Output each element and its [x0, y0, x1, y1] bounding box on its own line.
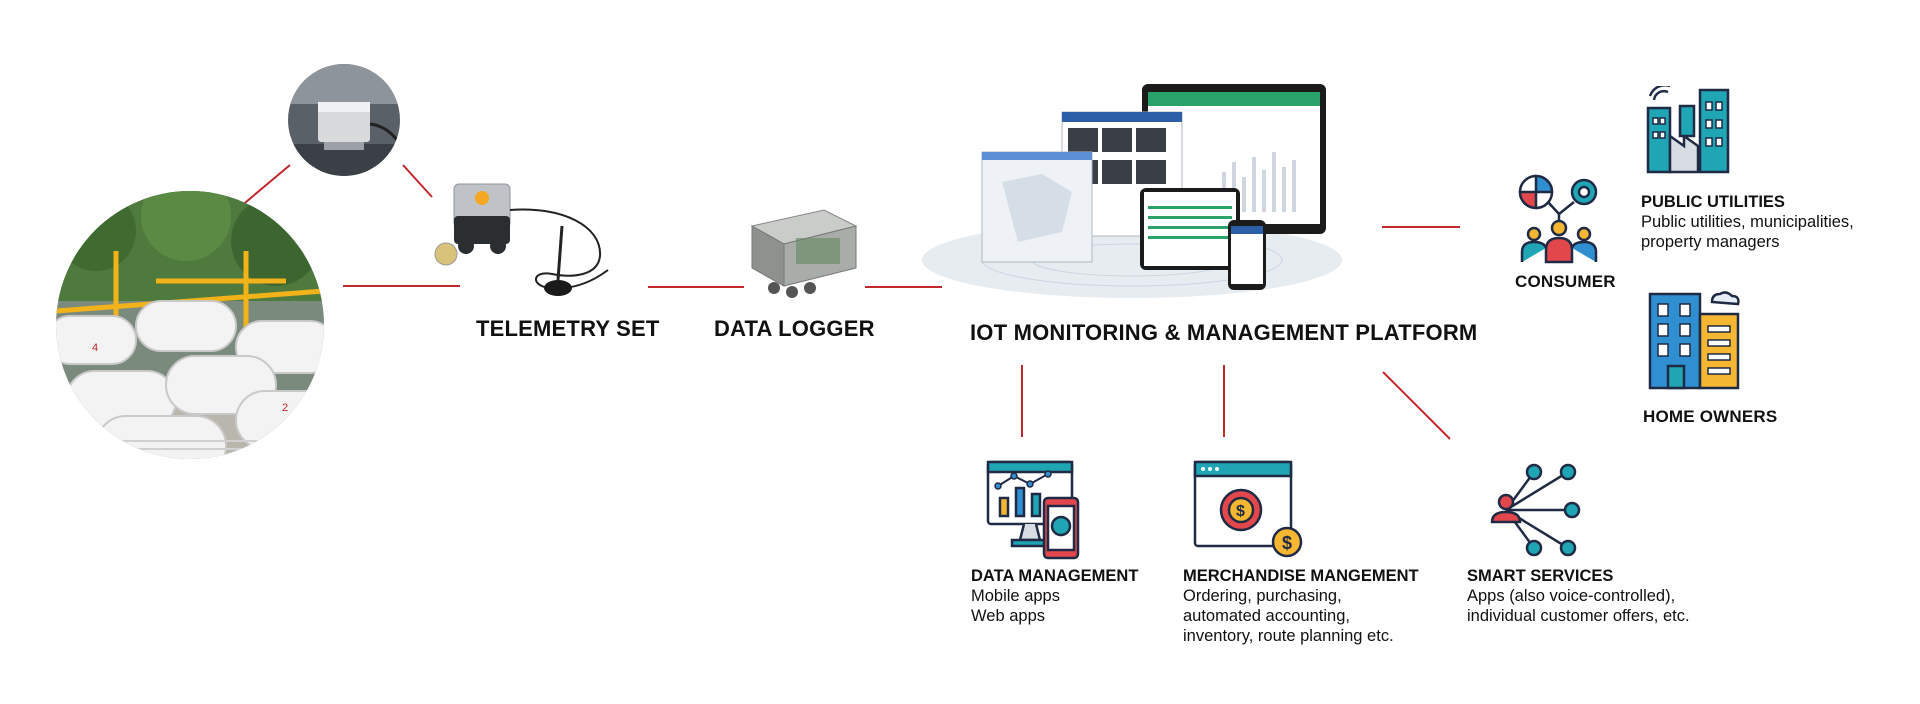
consumer-label: CONSUMER	[1515, 272, 1616, 291]
svg-text:$: $	[1282, 533, 1292, 553]
platform-devices-image	[922, 82, 1362, 302]
svg-text:$: $	[1236, 503, 1245, 520]
factory-buildings-icon	[1644, 84, 1732, 174]
people-network-icon	[1512, 172, 1606, 264]
data-logger-image	[744, 196, 864, 302]
telemetry-set-label: TELEMETRY SET	[476, 316, 660, 341]
telemetry-device-image	[432, 176, 618, 304]
sensor-photo	[288, 64, 400, 176]
svg-text:2: 2	[282, 402, 288, 414]
merchandise-text: MERCHANDISE MANGEMENT Ordering, purchasi…	[1183, 566, 1419, 646]
public-utilities-line: property managers	[1641, 233, 1780, 251]
data-management-text: DATA MANAGEMENT Mobile apps Web apps	[971, 566, 1138, 626]
user-network-icon	[1486, 462, 1582, 558]
connector-sensor-telemetry	[402, 164, 433, 198]
apartment-building-icon	[1646, 290, 1742, 390]
data-management-line: Web apps	[971, 607, 1045, 625]
smart-services-line: Apps (also voice-controlled),	[1467, 587, 1676, 605]
smart-services-title: SMART SERVICES	[1467, 567, 1614, 585]
data-management-line: Mobile apps	[971, 587, 1060, 605]
merchandise-line: Ordering, purchasing,	[1183, 587, 1342, 605]
gas-tanks-photo: 4 2	[56, 191, 324, 459]
public-utilities-title: PUBLIC UTILITIES	[1641, 193, 1785, 211]
smart-services-text: SMART SERVICES Apps (also voice-controll…	[1467, 566, 1690, 626]
public-utilities-line: Public utilities, municipalities,	[1641, 213, 1854, 231]
smart-services-line: individual customer offers, etc.	[1467, 607, 1690, 625]
connector-platform-smart	[1382, 371, 1451, 440]
data-logger-label: DATA LOGGER	[714, 316, 875, 341]
platform-label: IOT MONITORING & MANAGEMENT PLATFORM	[970, 320, 1478, 345]
merchandise-title: MERCHANDISE MANGEMENT	[1183, 567, 1419, 585]
merchandise-line: inventory, route planning etc.	[1183, 627, 1394, 645]
svg-text:4: 4	[92, 342, 98, 354]
browser-gear-dollar-icon: $ $	[1193, 460, 1305, 560]
data-management-title: DATA MANAGEMENT	[971, 567, 1139, 585]
dashboard-devices-icon	[986, 460, 1082, 560]
merchandise-line: automated accounting,	[1183, 607, 1350, 625]
public-utilities-text: PUBLIC UTILITIES Public utilities, munic…	[1641, 192, 1854, 252]
home-owners-title: HOME OWNERS	[1643, 407, 1778, 426]
